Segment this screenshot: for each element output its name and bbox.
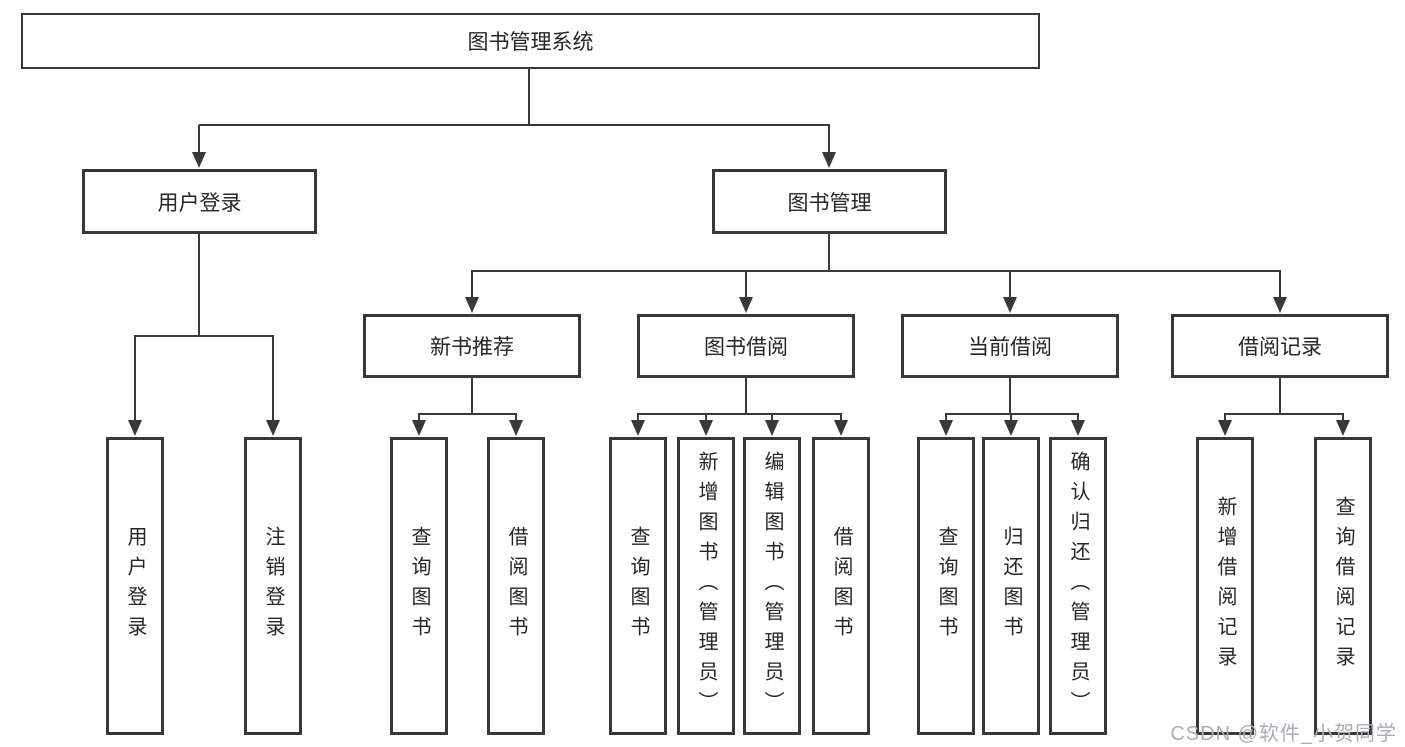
node-label: 借阅记录 [1238,336,1322,359]
arrowhead-down-icon [1273,297,1287,313]
node-label: 用户登录 [157,191,242,215]
node-label: 图书管理系统 [467,31,594,54]
connector-line [1279,378,1281,414]
arrowhead-down-icon [192,152,206,168]
leaf-label: 新增借阅记录 [1214,496,1236,676]
connector-line [1224,413,1344,415]
leaf-borrow-books-recommend: 借阅图书 [487,437,545,735]
arrowhead-down-icon [939,420,953,436]
node-borrowing-records: 借阅记录 [1171,314,1389,378]
leaf-return-books: 归还图书 [982,437,1040,735]
arrowhead-down-icon [834,420,848,436]
connector-line [515,414,517,421]
leaf-borrow-books-borrowing: 借阅图书 [812,437,870,735]
connector-line [637,413,842,415]
connector-line [1279,271,1281,298]
connector-line [198,234,200,336]
leaf-query-borrow-record: 查询借阅记录 [1314,437,1372,735]
arrowhead-down-icon [631,420,645,436]
leaf-label: 查询借阅记录 [1332,496,1354,676]
arrowhead-down-icon [1218,420,1232,436]
connector-line [1077,414,1079,421]
connector-line [637,414,639,421]
arrowhead-down-icon [739,297,753,313]
node-label: 图书管理 [787,191,872,215]
connector-line [1224,414,1226,421]
leaf-user-login: 用户登录 [106,437,164,735]
node-new-book-recommendation: 新书推荐 [363,314,581,378]
node-label: 图书借阅 [704,336,788,359]
connector-line [134,336,136,420]
connector-line [1342,414,1344,421]
leaf-label: 注销登录 [262,526,284,646]
leaf-edit-books-admin: 编辑图书（管理员） [743,437,801,735]
connector-line [945,413,1079,415]
arrowhead-down-icon [1004,420,1018,436]
node-library-management-system: 图书管理系统 [21,13,1040,69]
connector-line [745,271,747,298]
leaf-add-borrow-record: 新增借阅记录 [1196,437,1254,735]
connector-line [745,378,747,414]
leaf-query-books-recommend: 查询图书 [390,437,448,735]
connector-line [528,69,530,125]
leaf-label: 借阅图书 [830,526,852,646]
connector-line [771,414,773,421]
leaf-add-books-admin: 新增图书（管理员） [677,437,735,735]
arrowhead-down-icon [412,420,426,436]
arrowhead-down-icon [1336,420,1350,436]
leaf-label: 查询图书 [408,526,430,646]
arrowhead-down-icon [509,420,523,436]
leaf-query-books-borrowing: 查询图书 [609,437,667,735]
node-label: 当前借阅 [968,336,1052,359]
connector-line [471,378,473,414]
connector-line [1010,414,1012,421]
leaf-label: 归还图书 [1000,526,1022,646]
connector-line [471,271,473,298]
node-label: 新书推荐 [430,336,514,359]
arrowhead-down-icon [465,297,479,313]
arrowhead-down-icon [128,420,142,436]
leaf-confirm-return-admin: 确认归还（管理员） [1049,437,1107,735]
connector-line [705,414,707,421]
connector-line [198,125,200,154]
arrowhead-down-icon [1003,297,1017,313]
connector-line [418,414,420,421]
leaf-label: 查询图书 [627,526,649,646]
arrowhead-down-icon [822,152,836,168]
connector-line [840,414,842,421]
arrowhead-down-icon [266,420,280,436]
arrowhead-down-icon [1071,420,1085,436]
connector-line [828,234,830,271]
node-current-borrowing: 当前借阅 [901,314,1119,378]
leaf-label: 编辑图书（管理员） [761,451,783,721]
connector-line [272,336,274,420]
connector-line [134,335,274,337]
connector-line [471,270,1281,272]
connector-line [828,125,830,154]
leaf-logout: 注销登录 [244,437,302,735]
csdn-watermark: CSDN @软件_小贺同学 [1170,723,1397,745]
connector-line [945,414,947,421]
connector-line [199,124,830,126]
leaf-label: 查询图书 [935,526,957,646]
arrowhead-down-icon [765,420,779,436]
node-user-login: 用户登录 [82,169,317,234]
leaf-label: 确认归还（管理员） [1067,451,1089,721]
leaf-label: 用户登录 [124,526,146,646]
leaf-label: 新增图书（管理员） [695,451,717,721]
connector-line [1009,271,1011,298]
arrowhead-down-icon [699,420,713,436]
node-book-management: 图书管理 [712,169,947,234]
leaf-query-books-current: 查询图书 [917,437,975,735]
node-book-borrowing: 图书借阅 [637,314,855,378]
leaf-label: 借阅图书 [505,526,527,646]
connector-line [1009,378,1011,414]
connector-line [418,413,517,415]
